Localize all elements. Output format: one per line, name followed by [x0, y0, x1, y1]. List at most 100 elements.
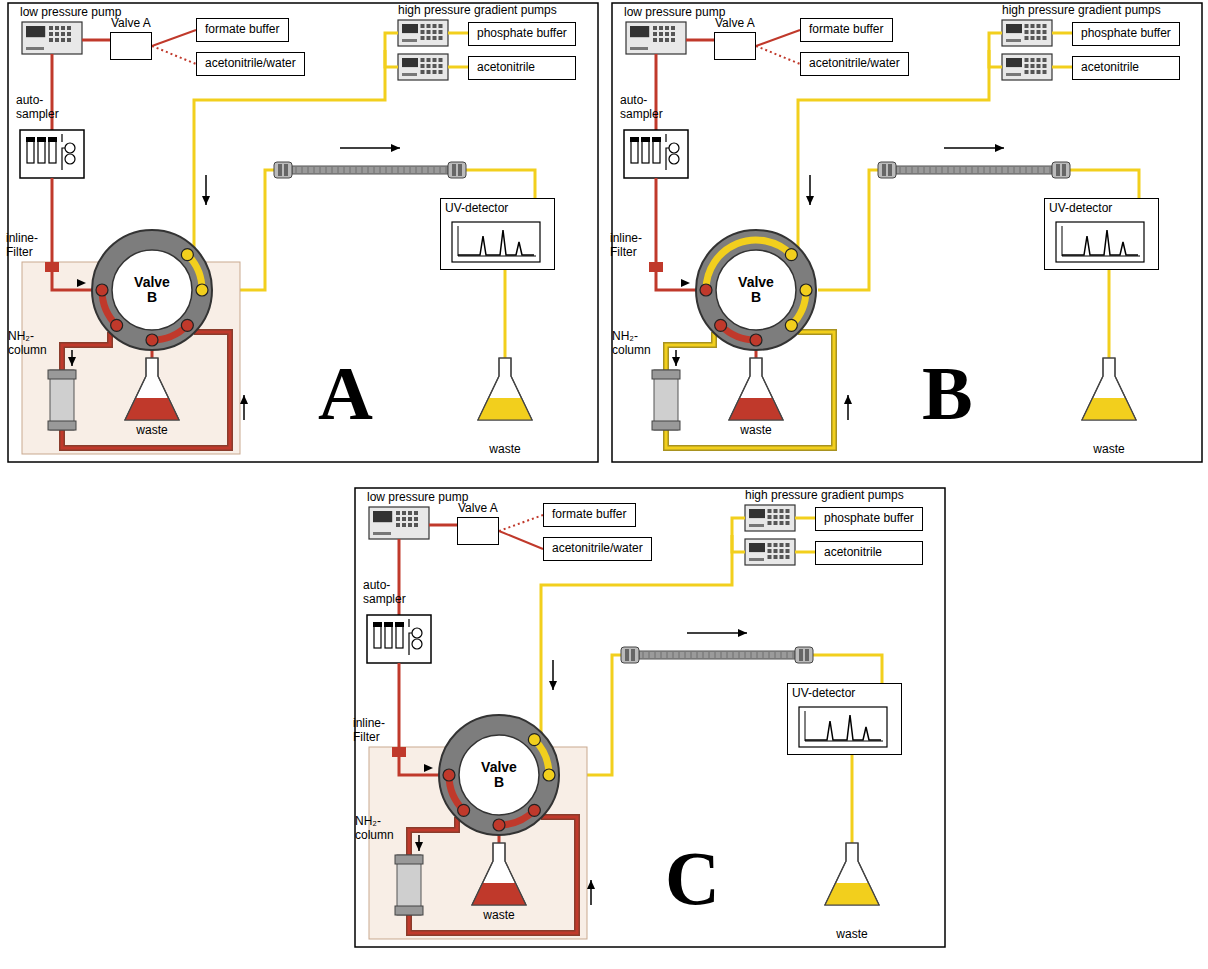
- solvent-reservoir-box: acetonitrile/water: [800, 52, 909, 76]
- autosampler-icon: [367, 615, 431, 663]
- tubing: [62, 332, 110, 370]
- node-label: acetonitrile/water: [205, 56, 296, 70]
- nh2-column-icon: [652, 370, 680, 430]
- node-label: phosphate buffer: [477, 26, 567, 40]
- filter-label: inline-Filter: [353, 717, 393, 745]
- analytical-column-icon: [621, 647, 813, 663]
- flow-arrow: [549, 681, 557, 690]
- solvent-line: [152, 30, 196, 46]
- solvent-reservoir-box: formate buffer: [800, 18, 893, 42]
- node-label: UV-detector: [792, 686, 855, 700]
- node-label: phosphate buffer: [824, 511, 914, 525]
- pump-label: high pressure gradient pumps: [1002, 4, 1161, 18]
- tubing-outline: [62, 332, 110, 370]
- analytical-column-icon: [878, 162, 1070, 178]
- node-label: phosphate buffer: [1081, 26, 1171, 40]
- solvent-reservoir-box: acetonitrile: [1072, 56, 1180, 80]
- flow-arrow: [391, 144, 400, 152]
- panel: [8, 3, 598, 462]
- flow-arrow: [587, 880, 595, 889]
- pump-icon: [745, 505, 795, 531]
- pump-label: low pressure pump: [624, 6, 725, 20]
- autosampler-label: auto-sampler: [16, 94, 70, 122]
- flow-arrow: [738, 629, 747, 637]
- pump-icon: [1002, 54, 1052, 80]
- node-label: formate buffer: [205, 22, 279, 36]
- tubing: [51, 178, 54, 262]
- waste-flask: [729, 358, 783, 420]
- switching-valve: Valve A: [714, 32, 756, 60]
- tubing: [429, 524, 457, 527]
- node-label: UV-detector: [445, 201, 508, 215]
- tubing: [795, 551, 815, 554]
- tubing: [399, 757, 440, 775]
- solvent-line: [152, 46, 196, 64]
- panel: [355, 488, 945, 947]
- autosampler-icon: [624, 130, 688, 178]
- solvent-line: [756, 30, 800, 46]
- waste-flask: [825, 843, 879, 905]
- flow-arrow: [415, 842, 423, 851]
- waste-flask: [478, 358, 532, 420]
- pump-icon: [398, 54, 448, 80]
- autosampler-icon: [20, 130, 84, 178]
- pump-icon: [369, 507, 429, 539]
- solvent-reservoir-box: phosphate buffer: [1072, 22, 1180, 46]
- node-label: acetonitrile: [1081, 60, 1139, 74]
- node-label: formate buffer: [809, 22, 883, 36]
- solvent-reservoir-box: phosphate buffer: [468, 22, 576, 46]
- tubing: [798, 50, 989, 248]
- node-label: formate buffer: [552, 507, 626, 521]
- flow-arrow: [995, 144, 1004, 152]
- uv-detector-box: UV-detector: [1044, 198, 1159, 270]
- six-port-valve: Valve B: [694, 228, 818, 352]
- tubing: [655, 178, 658, 262]
- tubing: [1052, 66, 1072, 69]
- pump-icon: [626, 22, 686, 54]
- switching-valve: Valve A: [457, 517, 499, 545]
- node-label: acetonitrile: [824, 545, 882, 559]
- chromatogram-icon: [452, 222, 540, 262]
- inline-filter-icon: [45, 262, 59, 272]
- solvent-reservoir-box: acetonitrile/water: [196, 52, 305, 76]
- solvent-reservoir-box: acetonitrile: [815, 541, 923, 565]
- pump-label: low pressure pump: [367, 491, 468, 505]
- pump-icon: [745, 539, 795, 565]
- node-label: Valve B: [734, 275, 778, 306]
- pump-label: high pressure gradient pumps: [745, 489, 904, 503]
- inline-filter-icon: [649, 262, 663, 272]
- flow-arrow: [424, 764, 433, 772]
- tubing: [541, 535, 732, 733]
- inline-filter-icon: [392, 747, 406, 757]
- waste-flask: [125, 358, 179, 420]
- flow-arrow: [681, 279, 690, 287]
- column-label: NH₂-column: [612, 330, 656, 358]
- tubing: [398, 663, 401, 747]
- tubing: [656, 272, 697, 290]
- node-label: Valve B: [130, 275, 174, 306]
- node-label: acetonitrile/water: [809, 56, 900, 70]
- flow-arrow: [844, 395, 852, 404]
- flow-arrow: [68, 357, 76, 366]
- waste-label: waste: [489, 443, 520, 457]
- column-label: NH₂-column: [355, 815, 399, 843]
- tubing-outline: [666, 332, 714, 370]
- tubing: [194, 50, 385, 248]
- pump-label: low pressure pump: [20, 6, 121, 20]
- pump-icon: [22, 22, 82, 54]
- node-label: UV-detector: [1049, 201, 1112, 215]
- node-label: Valve B: [477, 760, 521, 791]
- flow-arrow: [240, 395, 248, 404]
- panel-frame: [8, 3, 598, 462]
- tubing: [732, 518, 745, 552]
- tubing: [52, 272, 93, 290]
- solvent-line: [499, 515, 543, 531]
- flow-arrow: [672, 357, 680, 366]
- tubing: [989, 33, 1002, 67]
- node-label: acetonitrile: [477, 60, 535, 74]
- six-port-valve: Valve B: [437, 713, 561, 837]
- nh2-column-icon: [48, 370, 76, 430]
- waste-label: waste: [740, 424, 771, 438]
